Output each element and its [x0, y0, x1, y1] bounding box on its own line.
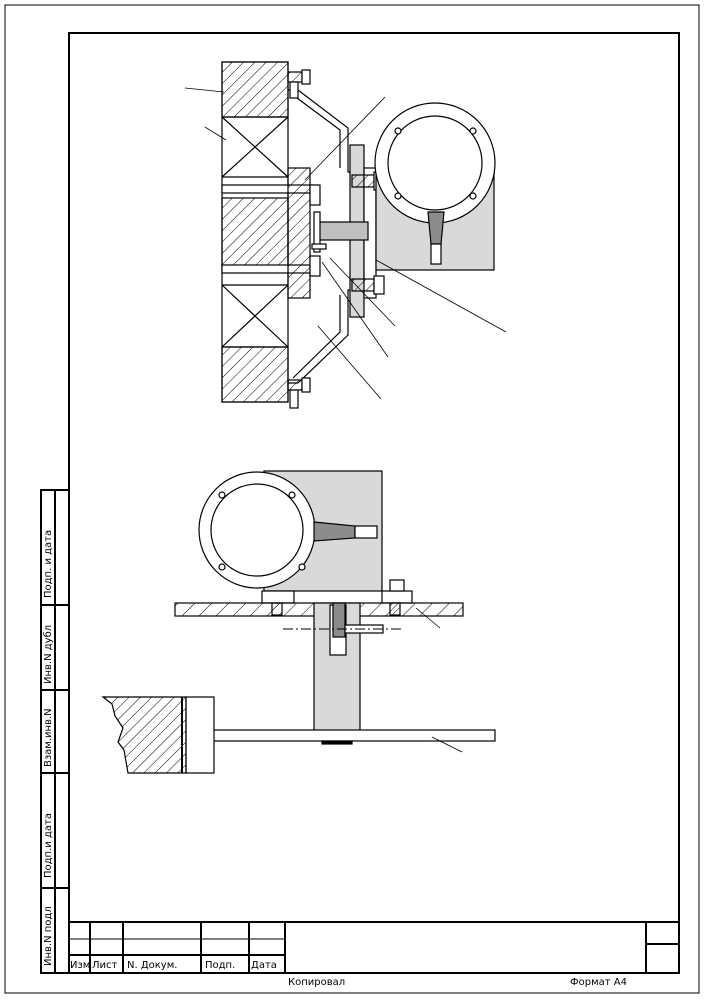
top-bolt-head	[301, 69, 311, 85]
title-podp: Подп.	[205, 960, 235, 971]
top-view	[184, 61, 507, 409]
copied-label: Копировал	[288, 977, 345, 988]
leader-8	[415, 607, 441, 629]
sensor-bracket	[313, 211, 321, 253]
wall-fragment	[101, 696, 187, 774]
format-label: Формат А4	[570, 977, 627, 988]
side-stamp-replace-inv: Взам.инв.N	[43, 708, 54, 767]
top-bolt-shank	[287, 71, 303, 83]
column-key	[332, 602, 346, 638]
side-stamp-dup-inv: Инв.N дубл	[43, 625, 54, 684]
wheel-hatch-bottom	[221, 346, 289, 403]
title-block	[69, 921, 679, 973]
top-bolt-bracket	[289, 81, 299, 99]
motor-bolt-upper	[351, 174, 375, 188]
wheel-cross-2	[221, 284, 289, 348]
leader-2	[204, 126, 227, 141]
housing-inner	[292, 94, 341, 379]
bottom-bolt-shank	[287, 379, 303, 391]
motor2-shaft-taper	[313, 521, 356, 542]
hub-nut-lower	[309, 255, 321, 277]
motor2-flange-inner	[210, 483, 304, 577]
sheet-outer-border	[4, 4, 700, 994]
bottom-view	[101, 470, 496, 774]
title-list: Лист	[92, 960, 118, 971]
lower-bar	[187, 729, 496, 742]
side-stamp-signature-2: Подп.и дата	[43, 813, 54, 878]
side-stamp-orig-inv: Инв.N подл	[43, 906, 54, 966]
wheel-hatch-mid	[221, 197, 289, 269]
motor2-foot-left	[261, 590, 295, 604]
side-stamp-signature-1: Подп. и дата	[43, 530, 54, 598]
sensor-pin	[311, 243, 327, 250]
sensor-rod	[317, 221, 369, 241]
motor2-foot-right	[381, 590, 413, 604]
leader-6	[321, 261, 389, 358]
leader-3	[304, 96, 386, 181]
hub-nut-upper	[309, 184, 321, 206]
title-data: Дата	[251, 960, 277, 971]
leader-1	[184, 87, 225, 93]
side-stamp: Подп. и дата Инв.N дубл Взам.инв.N Подп.…	[40, 489, 70, 974]
title-n-dokum: N. Докум.	[127, 960, 177, 971]
lower-bar-hub	[321, 740, 353, 745]
motor2-nut-right	[389, 579, 405, 592]
bottom-bolt-bracket	[289, 389, 299, 409]
wheel-cross-1	[221, 116, 289, 178]
motor-flange-inner	[387, 115, 483, 211]
motor-shaft-taper	[427, 211, 445, 245]
motor2-shaft-end	[354, 525, 378, 539]
title-izm: Изм	[70, 960, 90, 971]
motor-bolt-lower-nut	[373, 275, 385, 295]
motor-shaft-end	[430, 243, 442, 265]
wheel-hatch-top	[221, 61, 289, 118]
wall-block	[185, 696, 215, 774]
leader-4	[375, 259, 507, 333]
leader-7	[317, 325, 382, 400]
bottom-bolt-head	[301, 377, 311, 393]
leader-5	[329, 257, 396, 327]
leader-9	[431, 736, 463, 753]
hub-block	[287, 167, 311, 299]
